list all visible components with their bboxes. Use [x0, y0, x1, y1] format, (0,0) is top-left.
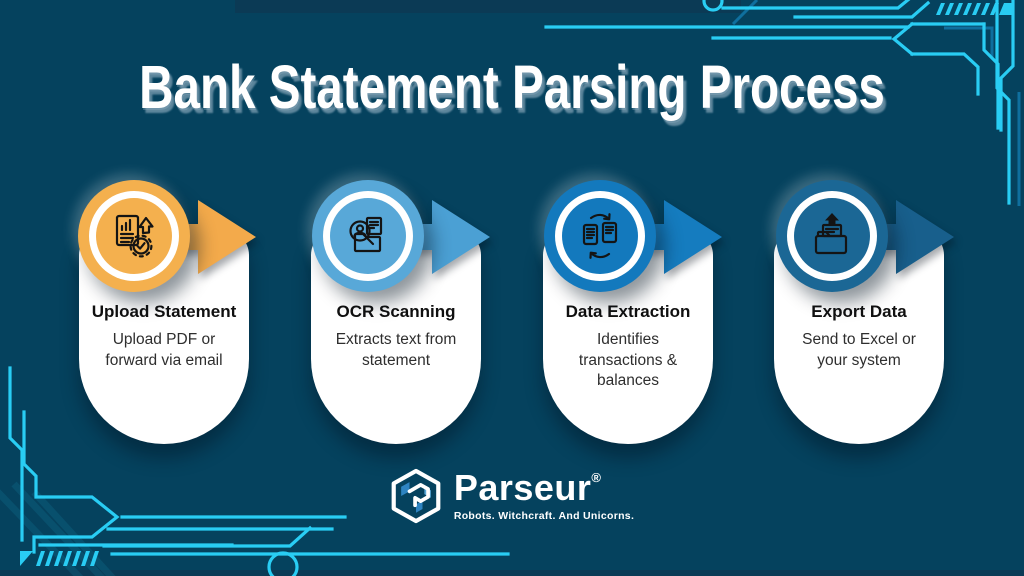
step-title: OCR Scanning [336, 302, 456, 321]
arrow-right-icon [368, 200, 490, 274]
export-data-icon [814, 213, 848, 255]
step-title: Upload Statement [91, 302, 237, 321]
step-icon-circle [78, 180, 190, 292]
icon-core [330, 198, 406, 274]
hatch-bar-bottom-left [20, 551, 99, 566]
bottom-dark-strip [0, 570, 1024, 576]
hatch-bar-top-right [936, 3, 1014, 15]
arrow-right-icon [832, 200, 954, 274]
step-description: Extracts text from statement [335, 331, 457, 369]
top-dark-strip [235, 0, 741, 13]
brand-text: Parseur® Robots. Witchcraft. And Unicorn… [453, 467, 635, 523]
step-icon-circle [312, 180, 424, 292]
brand-name: Parseur® [453, 467, 602, 508]
step-description: Send to Excel or your system [802, 331, 916, 369]
step-description: Identifies transactions & balances [578, 331, 678, 390]
registered-mark: ® [591, 470, 602, 485]
arrow-right-icon [134, 200, 256, 274]
step-icon-circle [544, 180, 656, 292]
step-title: Data Extraction [565, 302, 691, 321]
brand-tagline: Robots. Witchcraft. And Unicorns. [453, 510, 635, 522]
icon-core [562, 198, 638, 274]
step-title: Export Data [811, 302, 907, 321]
arrow-right-icon [600, 200, 722, 274]
step-icon-circle [776, 180, 888, 292]
brand-footer: Parseur® Robots. Witchcraft. And Unicorn… [0, 468, 1024, 524]
upload-statement-icon [115, 214, 154, 258]
icon-core [794, 198, 870, 274]
page-title-text: Bank Statement Parsing Process [139, 53, 885, 121]
page-title: Bank Statement Parsing Process [0, 56, 1024, 118]
parseur-logo-icon [391, 468, 441, 524]
step-description: Upload PDF or forward via email [105, 331, 223, 369]
data-extraction-icon [582, 213, 618, 259]
ocr-scanning-icon [349, 216, 383, 253]
icon-core [96, 198, 172, 274]
